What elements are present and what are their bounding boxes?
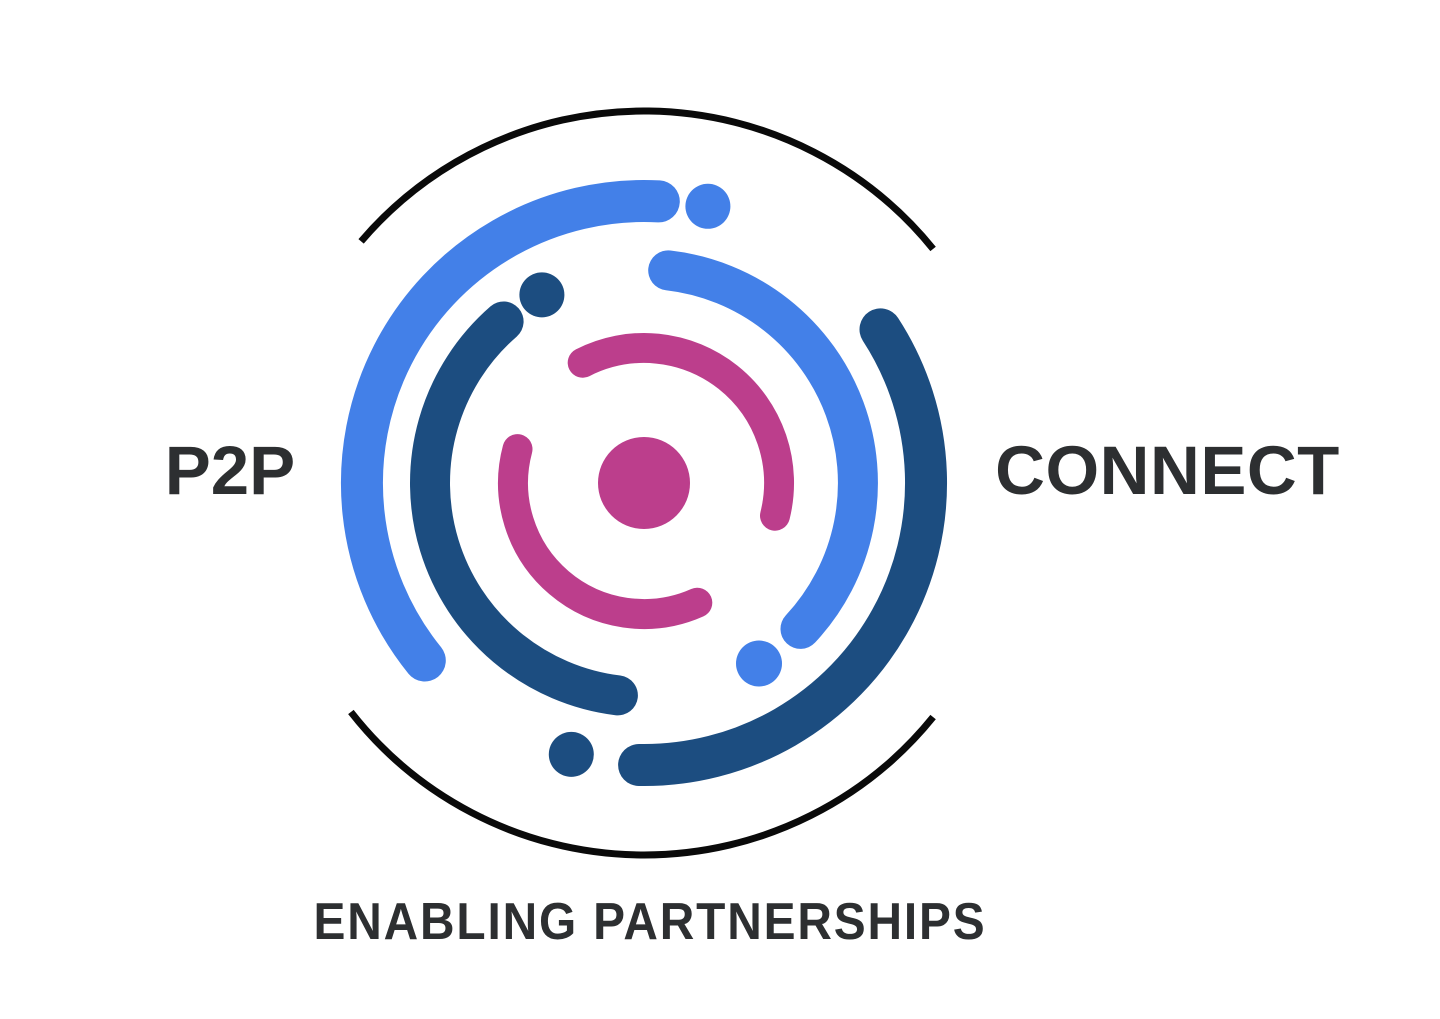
outline-arc-bottom xyxy=(348,709,936,859)
center-dot xyxy=(598,437,690,529)
outer-ring-dark-blue-arc xyxy=(618,308,948,787)
middle-ring-light-blue-dot xyxy=(736,640,782,687)
brand-name-p2p: P2P xyxy=(164,432,296,509)
inner-ring-magenta-arc-top xyxy=(567,333,794,531)
brand-name-connect: CONNECT xyxy=(995,432,1340,509)
middle-ring-light-blue-arc xyxy=(648,250,878,649)
inner-ring-magenta-arc-bottom xyxy=(498,434,713,629)
middle-ring-dark-blue-arc xyxy=(410,301,638,716)
brand-tagline: ENABLING PARTNERSHIPS xyxy=(313,893,987,951)
outer-ring-light-blue-dot xyxy=(685,183,731,229)
outer-ring-dark-blue-dot xyxy=(548,731,594,777)
outline-arc-top xyxy=(358,107,936,252)
middle-ring-dark-blue-dot xyxy=(519,272,565,318)
outer-ring-light-blue-arc xyxy=(340,180,680,682)
